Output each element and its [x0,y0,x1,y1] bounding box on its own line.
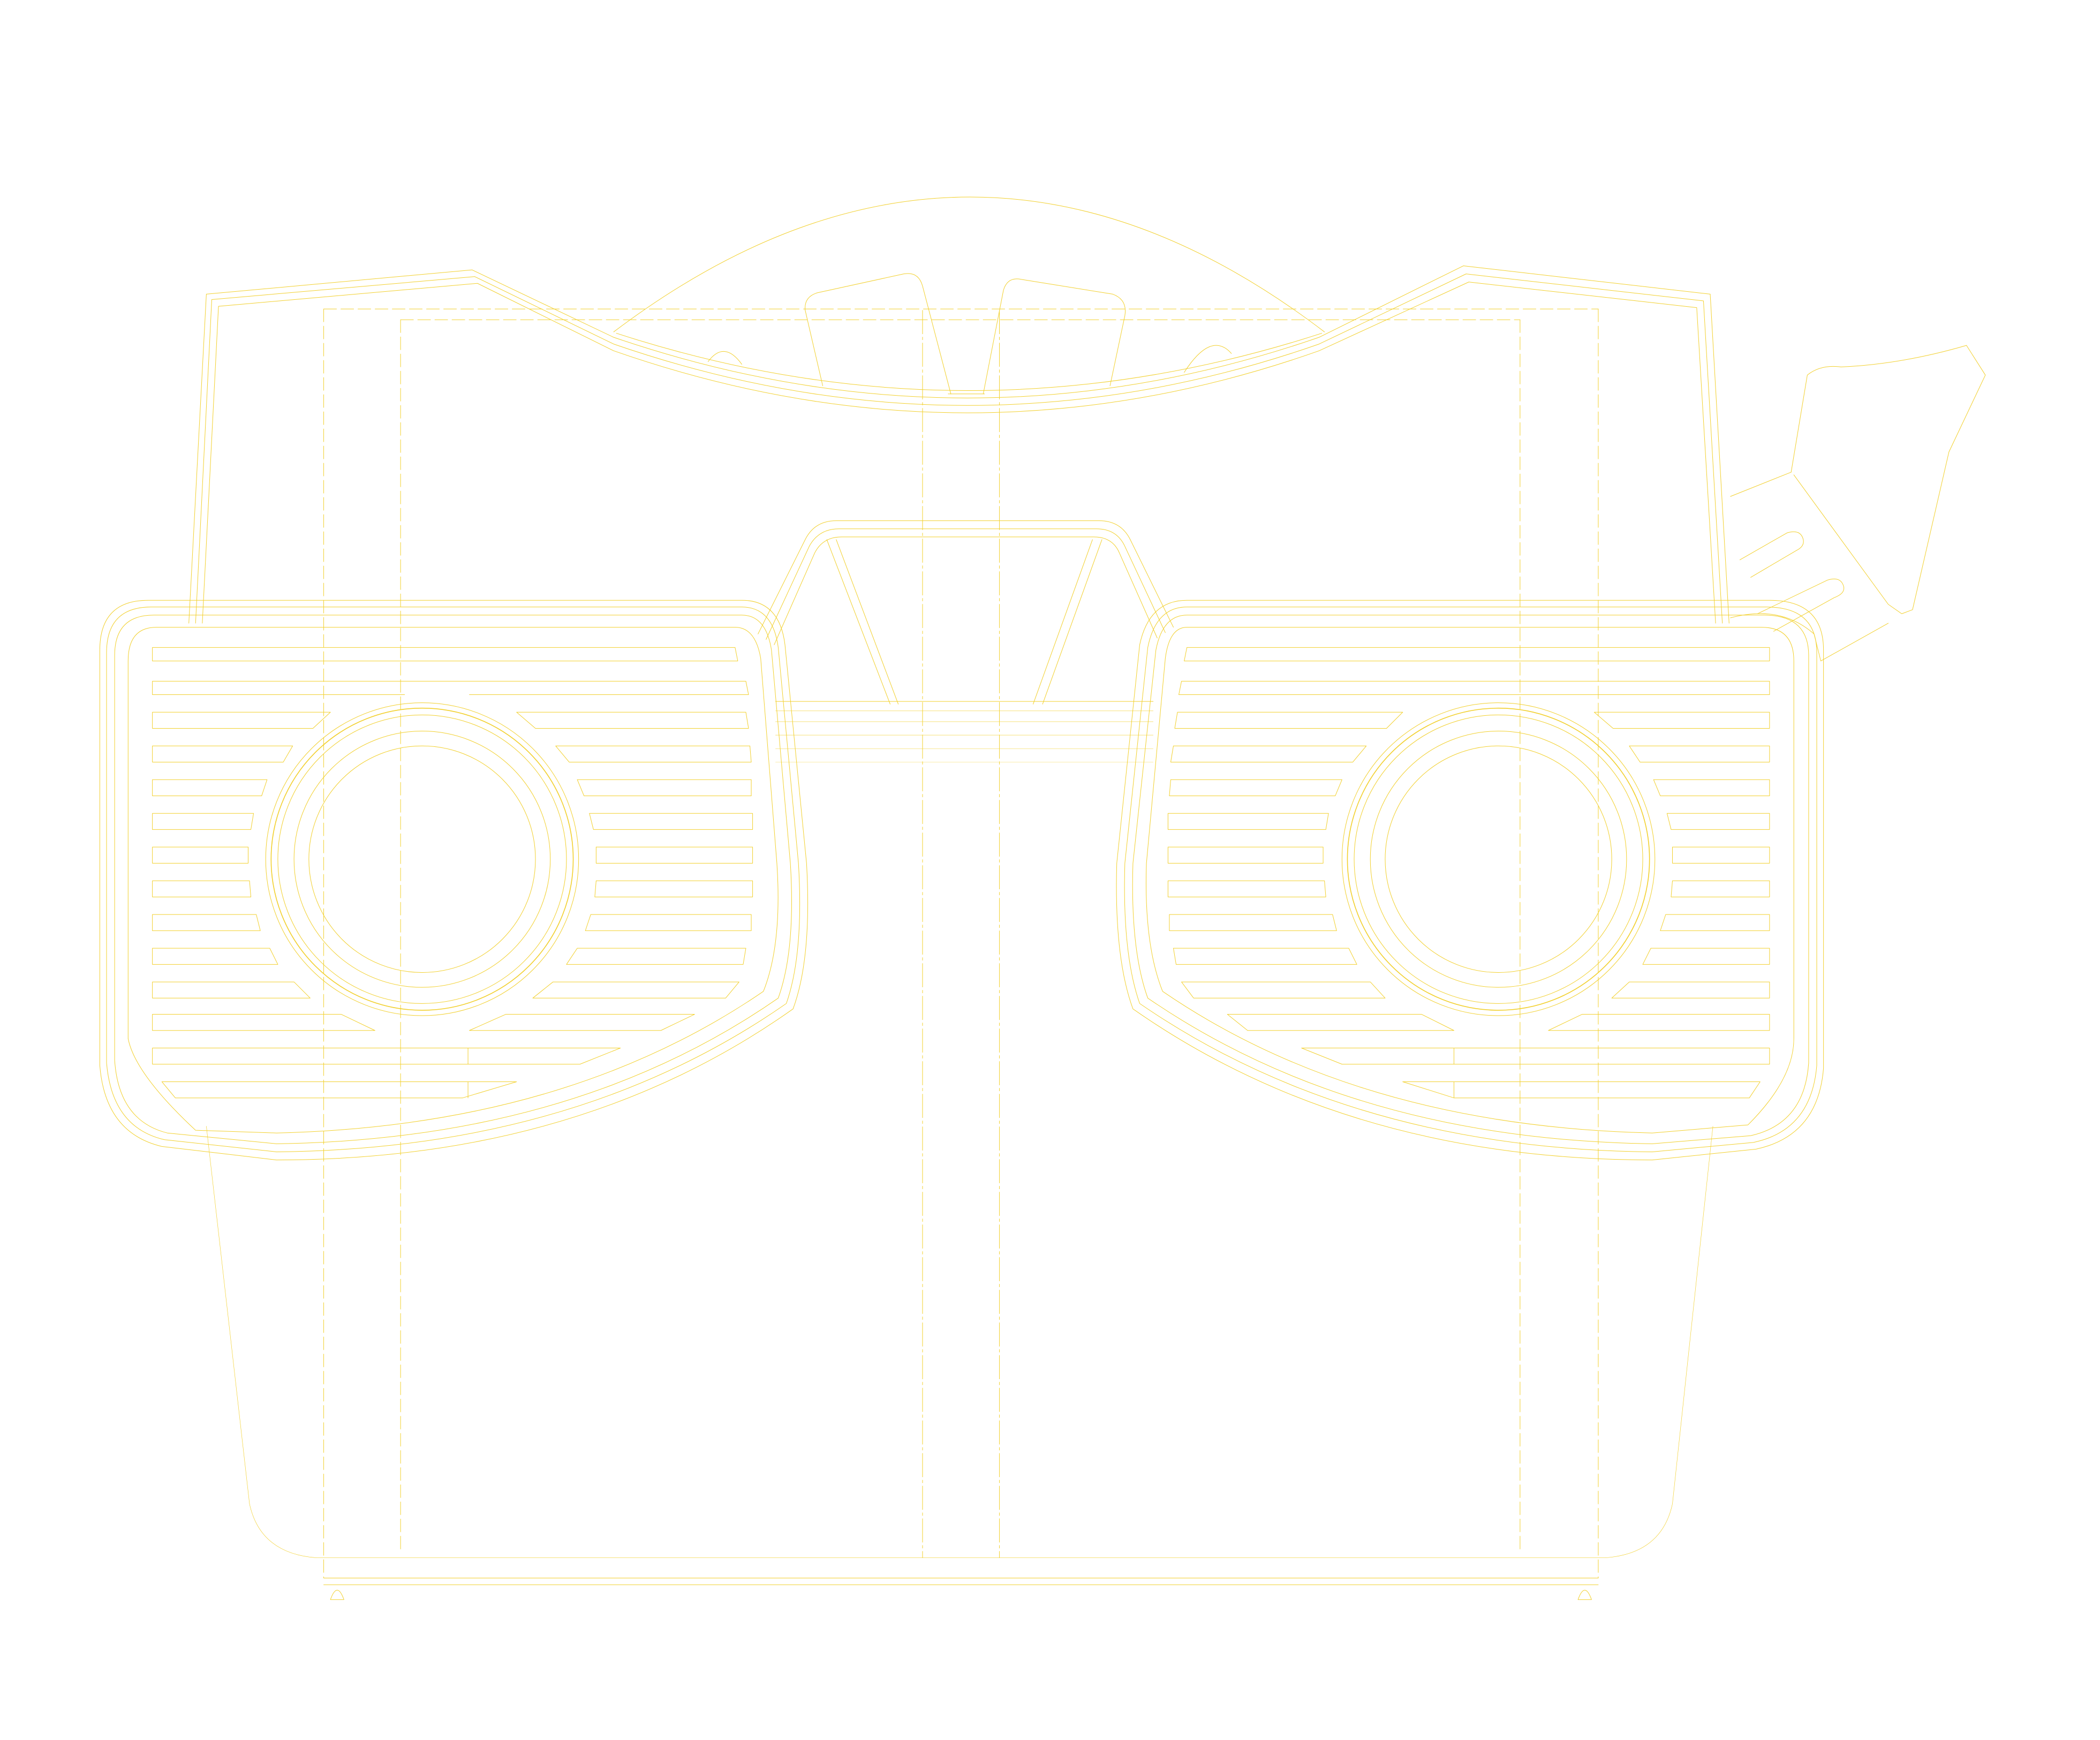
left-grille-slots [153,647,753,1098]
right-grille-slots [1168,647,1769,1098]
nose-bridge [758,521,1174,762]
hidden-lines [324,309,1598,1578]
right-eyepiece [1116,600,1824,1160]
reel-disc [614,197,1324,332]
reel-tabs [708,274,1231,394]
right-lens [1342,703,1655,1016]
left-lens [266,703,578,1016]
center-lines [923,311,1000,1558]
advance-lever [1731,345,1985,661]
left-eyepiece [100,600,807,1160]
lower-body [206,1126,1713,1600]
top-housing [189,266,1729,624]
